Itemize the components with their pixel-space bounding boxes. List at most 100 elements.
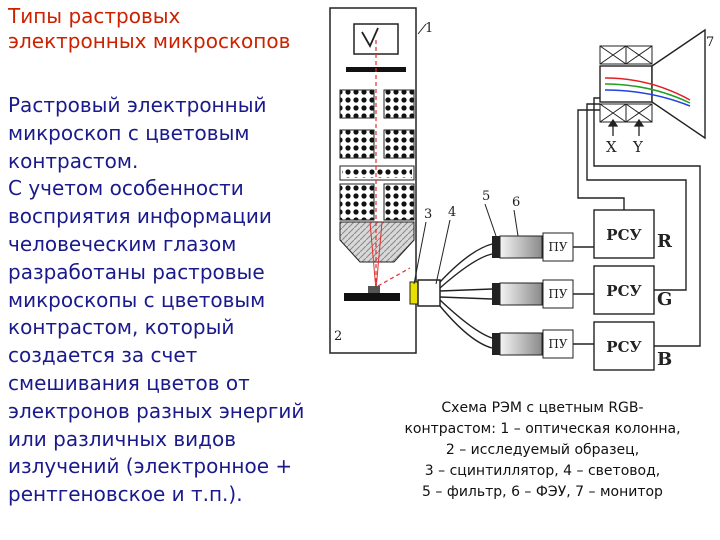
preamp-label-r: ПУ <box>548 240 567 254</box>
amplifier-label-b: РСУ <box>606 338 641 356</box>
amplifier-label-r: РСУ <box>606 226 641 244</box>
body-line: смешивания цветов от <box>8 370 250 395</box>
scintillator <box>409 281 419 305</box>
amplifier-label-g: РСУ <box>606 282 641 300</box>
figure-caption: Схема РЭМ с цветным RGB- контрастом: 1 –… <box>370 398 715 503</box>
coil-cross <box>625 103 653 123</box>
body-line: микроскоп с цветовым <box>8 120 250 145</box>
body-line: С учетом особенности <box>8 176 244 201</box>
body-line: излучений (электронное + <box>8 454 293 479</box>
scan-x-label: X <box>606 138 617 156</box>
light-guide-middle-a <box>439 288 493 292</box>
channel-label-r: R <box>657 231 673 252</box>
specimen-sample <box>368 286 380 293</box>
caption-line: контрастом: 1 – оптическая колонна, <box>404 421 681 437</box>
slide-title: Типы растровых электронных микроскопов <box>8 4 338 54</box>
body-line: Растровый электронный <box>8 93 267 117</box>
body-line: контрастом. <box>8 148 139 173</box>
filament <box>361 27 379 48</box>
body-line: восприятия информации <box>8 204 272 229</box>
light-guide-lower-b <box>439 305 493 349</box>
callout-6: 6 <box>512 195 520 210</box>
photomultiplier-b <box>499 332 543 356</box>
title-line: электронных микроскопов <box>8 29 291 53</box>
body-line: микроскопы с цветовым <box>8 287 266 312</box>
callout-1: 1 <box>425 21 433 36</box>
coil-cross <box>599 45 627 65</box>
caption-line: 3 – сцинтиллятор, 4 – световод, <box>424 463 661 479</box>
preamp-label-g: ПУ <box>548 287 567 301</box>
pole-piece <box>339 221 415 263</box>
body-line: или различных видов <box>8 426 237 451</box>
channel-label-g: G <box>657 289 672 310</box>
beam-blue <box>604 89 691 107</box>
column-frame <box>329 7 417 354</box>
pmt-g <box>492 282 543 306</box>
objective-lens-right <box>383 183 415 221</box>
crt-monitor <box>599 28 706 140</box>
condenser-lens-1-right <box>383 89 415 119</box>
callout-5: 5 <box>482 189 490 204</box>
callout-line <box>484 203 497 237</box>
coil-cross <box>599 103 627 123</box>
photomultiplier-r <box>499 235 543 259</box>
scan-y-label: Y <box>632 138 644 156</box>
beam-green <box>604 83 691 104</box>
callout-line <box>417 23 427 35</box>
caption-line: 2 – исследуемый образец, <box>445 442 640 458</box>
filter-g <box>492 283 500 305</box>
preamp-box-b <box>542 329 574 359</box>
arrow-head <box>607 118 619 127</box>
body-line: человеческим глазом <box>8 231 237 256</box>
scan-coil-winding <box>342 168 412 178</box>
filter-r <box>492 236 500 258</box>
amplifier-box-r <box>593 209 655 259</box>
light-guide-upper-a <box>439 243 493 283</box>
crt-screen <box>651 28 706 140</box>
pmt-b <box>492 332 543 356</box>
pmt-r <box>492 235 543 259</box>
amplifier-box-g <box>593 265 655 315</box>
body-line: разработаны растровые <box>8 259 265 284</box>
scan-coils <box>339 165 415 181</box>
condenser-lens-2-right <box>383 129 415 159</box>
callout-line <box>413 221 427 285</box>
optical-column <box>329 7 441 354</box>
light-guide-upper-b <box>439 253 493 289</box>
wire-r-to-monitor <box>577 109 625 210</box>
light-guide <box>439 243 493 349</box>
light-guide-middle-b <box>439 296 493 300</box>
light-guide-lower-a <box>439 299 493 339</box>
preamp-box-g <box>542 279 574 309</box>
callout-line <box>435 219 451 285</box>
deflection-coils <box>599 45 653 123</box>
arrow-head <box>633 118 645 127</box>
specimen <box>344 293 400 301</box>
callout-line <box>513 209 519 237</box>
caption-line: 5 – фильтр, 6 – ФЭУ, 7 – монитор <box>422 484 663 500</box>
body-line: рентгеновское и т.п.). <box>8 482 243 507</box>
channel-label-b: B <box>657 349 672 370</box>
callout-3: 3 <box>424 207 432 222</box>
objective-lens-left <box>339 183 375 221</box>
description-text: Растровый электронный микроскоп с цветов… <box>8 92 338 509</box>
preamp-box-r <box>542 232 574 262</box>
callout-7: 7 <box>706 35 714 50</box>
filter-b <box>492 333 500 355</box>
caption-line: Схема РЭМ с цветным RGB- <box>441 400 644 416</box>
preamp-label-b: ПУ <box>548 337 567 351</box>
body-line: электронов разных энергий <box>8 398 305 423</box>
beam-red <box>604 77 691 101</box>
condenser-lens-2-left <box>339 129 375 159</box>
wire-g-to-monitor <box>586 103 687 291</box>
photomultiplier-g <box>499 282 543 306</box>
wire-b-to-monitor <box>593 97 701 347</box>
body-line: контрастом, который <box>8 315 235 340</box>
title-line: Типы растровых <box>8 4 181 28</box>
body-line: создается за счет <box>8 343 198 368</box>
callout-4: 4 <box>448 205 456 220</box>
coil-cross <box>625 45 653 65</box>
callout-2: 2 <box>334 329 342 344</box>
signal-path <box>377 267 411 287</box>
